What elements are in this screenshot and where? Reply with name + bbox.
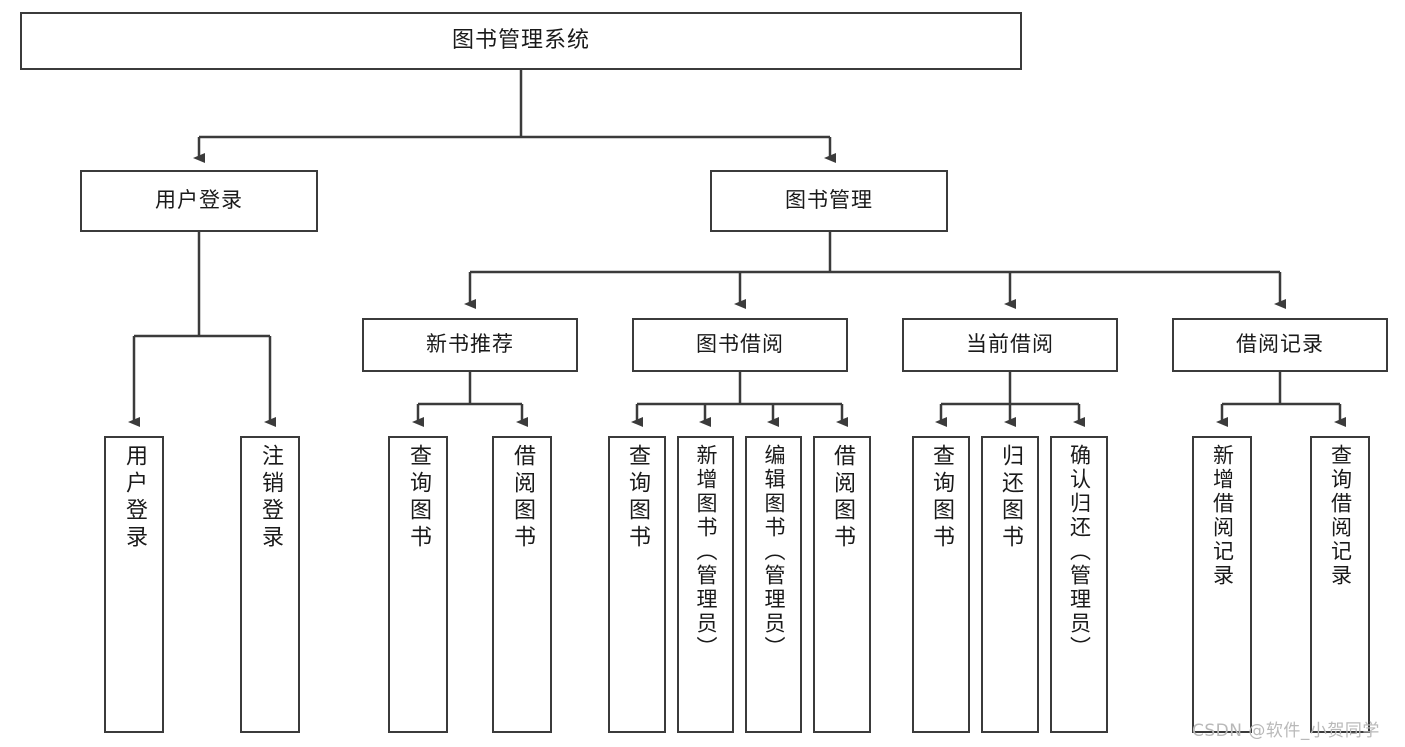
node-leaf-query-book-current[interactable]: 查询图书: [912, 436, 970, 733]
node-new-book-recommend[interactable]: 新书推荐: [362, 318, 578, 372]
node-leaf-edit-book-admin[interactable]: 编辑图书（管理员）: [745, 436, 802, 733]
node-label: 新书推荐: [426, 332, 514, 357]
node-label: 用户登录: [122, 444, 147, 552]
node-leaf-query-book-recommend[interactable]: 查询图书: [388, 436, 448, 733]
node-leaf-logout[interactable]: 注销登录: [240, 436, 300, 733]
node-label: 借阅记录: [1236, 332, 1324, 357]
node-label: 新增图书（管理员）: [694, 444, 718, 660]
node-leaf-return-book[interactable]: 归还图书: [981, 436, 1039, 733]
node-label: 借阅图书: [510, 444, 535, 552]
node-label: 新增借阅记录: [1210, 444, 1235, 588]
node-book-management[interactable]: 图书管理: [710, 170, 948, 232]
node-label: 图书借阅: [696, 332, 784, 357]
node-borrow-record[interactable]: 借阅记录: [1172, 318, 1388, 372]
node-leaf-query-borrow-record[interactable]: 查询借阅记录: [1310, 436, 1370, 733]
node-leaf-borrow-book[interactable]: 借阅图书: [813, 436, 871, 733]
node-user-login[interactable]: 用户登录: [80, 170, 318, 232]
node-label: 当前借阅: [966, 332, 1054, 357]
node-label: 图书管理: [785, 188, 873, 213]
watermark-csdn: CSDN @软件_小贺同学: [1192, 721, 1380, 741]
node-label: 注销登录: [258, 444, 283, 552]
node-leaf-borrow-book-recommend[interactable]: 借阅图书: [492, 436, 552, 733]
node-label: 查询图书: [406, 444, 431, 552]
node-label: 查询图书: [625, 444, 650, 552]
node-leaf-user-login[interactable]: 用户登录: [104, 436, 164, 733]
node-label: 图书管理系统: [451, 27, 590, 53]
node-label: 借阅图书: [830, 444, 855, 552]
node-label: 编辑图书（管理员）: [762, 444, 786, 660]
node-label: 查询借阅记录: [1328, 444, 1353, 588]
node-current-borrow[interactable]: 当前借阅: [902, 318, 1118, 372]
node-label: 用户登录: [155, 188, 243, 213]
node-label: 归还图书: [998, 444, 1023, 552]
node-leaf-confirm-return-admin[interactable]: 确认归还（管理员）: [1050, 436, 1108, 733]
node-label: 确认归还（管理员）: [1067, 444, 1092, 660]
node-leaf-query-book-borrow[interactable]: 查询图书: [608, 436, 666, 733]
node-leaf-add-book-admin[interactable]: 新增图书（管理员）: [677, 436, 734, 733]
node-root-book-management-system[interactable]: 图书管理系统: [20, 12, 1022, 70]
node-label: 查询图书: [929, 444, 954, 552]
node-book-borrow[interactable]: 图书借阅: [632, 318, 848, 372]
node-leaf-add-borrow-record[interactable]: 新增借阅记录: [1192, 436, 1252, 733]
